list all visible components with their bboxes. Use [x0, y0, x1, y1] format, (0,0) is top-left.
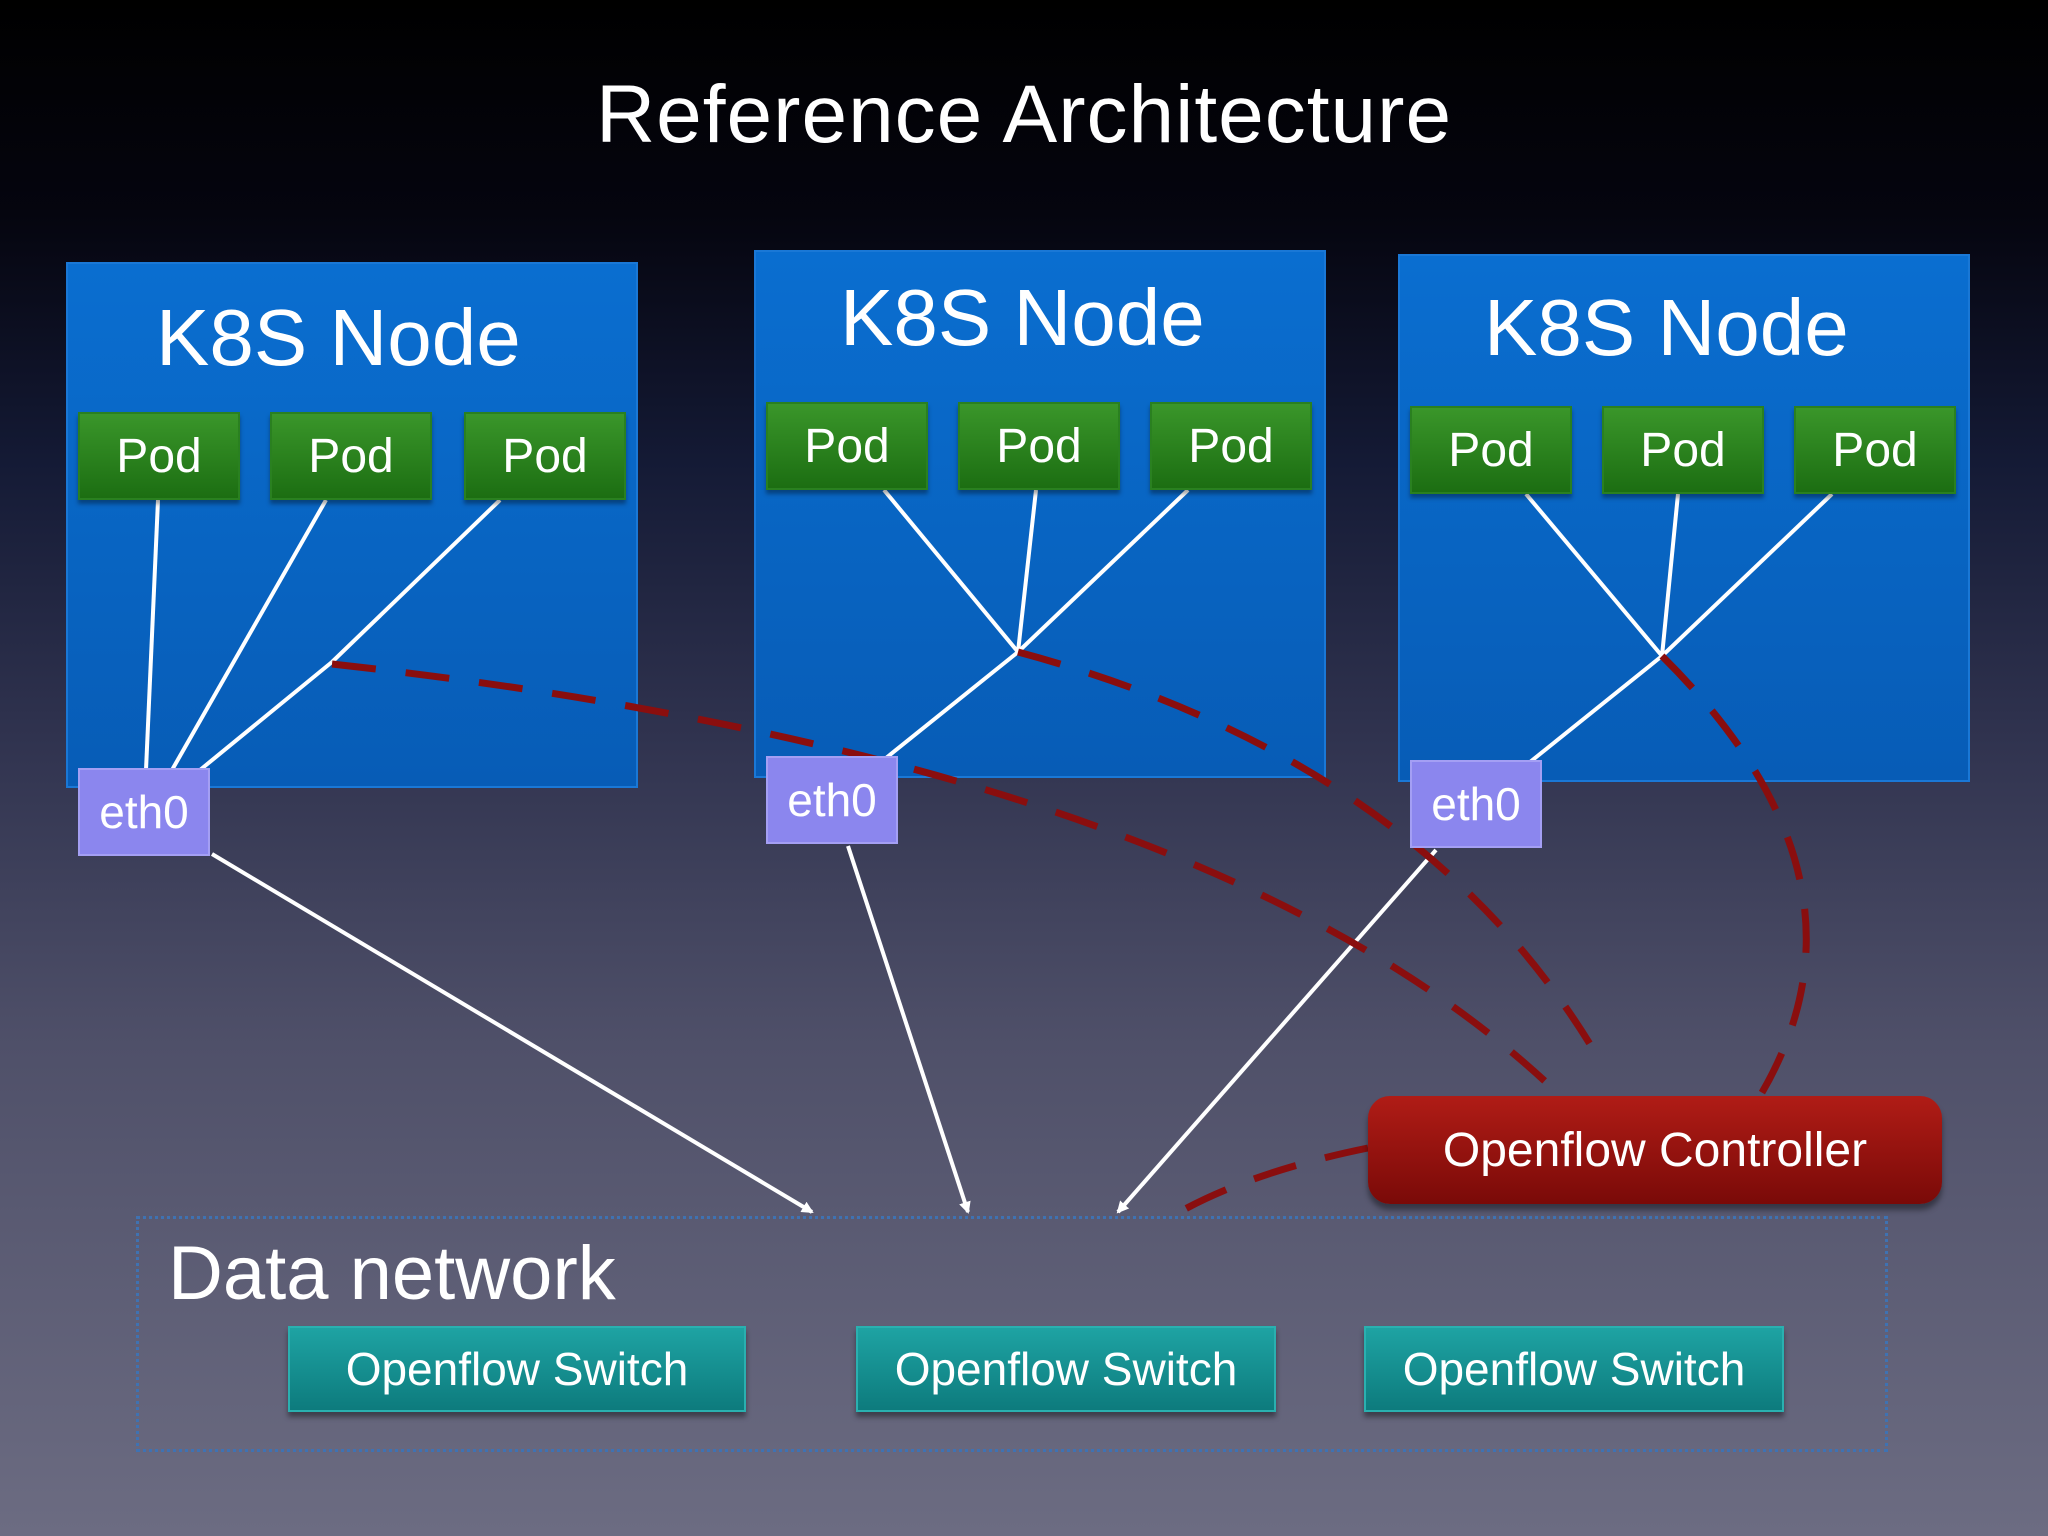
pod-link [170, 499, 328, 771]
pod-link [198, 660, 334, 772]
node-label: K8S Node [840, 273, 1205, 362]
openflow-switch: Openflow Switch [1364, 1326, 1784, 1412]
pod-box: Pod [1794, 406, 1956, 494]
pod-link [1524, 492, 1664, 658]
eth0-interface: eth0 [1410, 760, 1542, 848]
pod-link [1660, 492, 1834, 658]
control-link [1659, 653, 1810, 1098]
pod-link [1528, 654, 1664, 764]
eth0-interface: eth0 [78, 768, 210, 856]
pod-box: Pod [958, 402, 1120, 490]
pod-link [144, 499, 160, 771]
pod-box: Pod [1602, 406, 1764, 494]
k8s-node-2: K8S Node [754, 250, 1326, 778]
node-label: K8S Node [156, 293, 521, 382]
pod-link [882, 488, 1020, 654]
k8s-node-3: K8S Node [1398, 254, 1970, 782]
pod-box: Pod [464, 412, 626, 500]
control-link [1174, 1144, 1369, 1218]
openflow-switch: Openflow Switch [856, 1326, 1276, 1412]
node-label: K8S Node [1484, 283, 1849, 372]
eth-link-arrow [846, 845, 971, 1214]
pod-box: Pod [1150, 402, 1312, 490]
pod-box: Pod [270, 412, 432, 500]
pod-link [330, 498, 502, 664]
pod-link [884, 650, 1020, 760]
pod-link [1016, 488, 1190, 654]
pod-link [1660, 493, 1680, 657]
openflow-controller: Openflow Controller [1368, 1096, 1942, 1204]
eth-link-arrow [1116, 848, 1438, 1214]
control-link [331, 660, 1551, 1087]
pod-box: Pod [1410, 406, 1572, 494]
diagram-title: Reference Architecture [595, 69, 1453, 160]
control-link [1017, 648, 1600, 1056]
pod-link [1016, 489, 1038, 653]
eth-link-arrow [210, 852, 814, 1214]
data-network-label: Data network [168, 1231, 616, 1316]
data-network-boundary [136, 1216, 1888, 1452]
k8s-node-1: K8S Node [66, 262, 638, 788]
pod-box: Pod [78, 412, 240, 500]
eth0-interface: eth0 [766, 756, 898, 844]
openflow-switch: Openflow Switch [288, 1326, 746, 1412]
pod-box: Pod [766, 402, 928, 490]
